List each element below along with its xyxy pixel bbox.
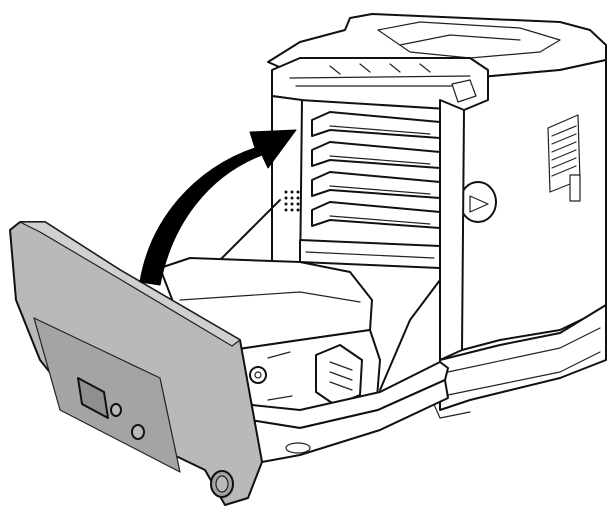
side-latch	[569, 174, 581, 202]
cover-hinge-edge	[249, 379, 449, 463]
output-tray	[377, 21, 561, 59]
paper-cassette	[439, 304, 607, 411]
cartridge-slots	[311, 111, 441, 229]
hinge-slot	[285, 442, 311, 454]
right-frame	[439, 99, 465, 361]
front-cover	[9, 221, 449, 506]
transfer-beam	[299, 239, 441, 269]
panel-button-1	[110, 403, 122, 417]
panel-button-2	[131, 424, 145, 440]
right-stay	[379, 279, 441, 391]
close-cover-arrow	[139, 129, 297, 286]
cover-lock-knob	[459, 181, 497, 223]
side-vent	[547, 114, 581, 193]
connector-dots	[284, 190, 300, 212]
lcd-window	[77, 377, 109, 419]
